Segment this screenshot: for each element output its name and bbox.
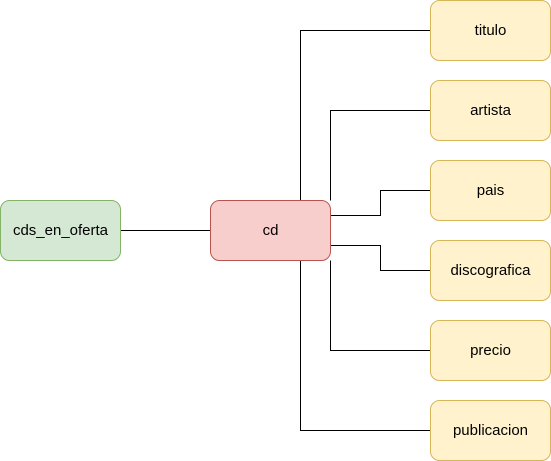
node-titulo[interactable]: titulo xyxy=(430,0,551,61)
node-label-cd: cd xyxy=(263,222,279,239)
connector-cd-to-discografica xyxy=(330,245,431,271)
node-cd[interactable]: cd xyxy=(210,200,331,261)
node-artista[interactable]: artista xyxy=(430,80,551,141)
node-label-titulo: titulo xyxy=(475,22,507,39)
node-discografica[interactable]: discografica xyxy=(430,240,551,301)
connector-cd-to-artista xyxy=(330,110,431,201)
node-label-artista: artista xyxy=(470,102,512,119)
node-label-cds-en-oferta: cds_en_oferta xyxy=(13,222,109,239)
node-label-pais: pais xyxy=(477,182,505,199)
connector-cd-to-precio xyxy=(330,260,431,351)
connectors xyxy=(120,30,431,431)
node-cds-en-oferta[interactable]: cds_en_oferta xyxy=(0,200,121,261)
connector-cd-to-titulo xyxy=(300,30,431,201)
connector-cd-to-pais xyxy=(330,190,431,216)
node-publicacion[interactable]: publicacion xyxy=(430,400,551,461)
node-precio[interactable]: precio xyxy=(430,320,551,381)
node-pais[interactable]: pais xyxy=(430,160,551,221)
node-box-cds-en-oferta xyxy=(0,200,121,261)
connector-cd-to-publicacion xyxy=(300,260,431,431)
node-label-publicacion: publicacion xyxy=(453,422,528,439)
node-label-precio: precio xyxy=(470,342,511,359)
node-box-cd xyxy=(210,200,331,261)
node-label-discografica: discografica xyxy=(450,262,531,279)
